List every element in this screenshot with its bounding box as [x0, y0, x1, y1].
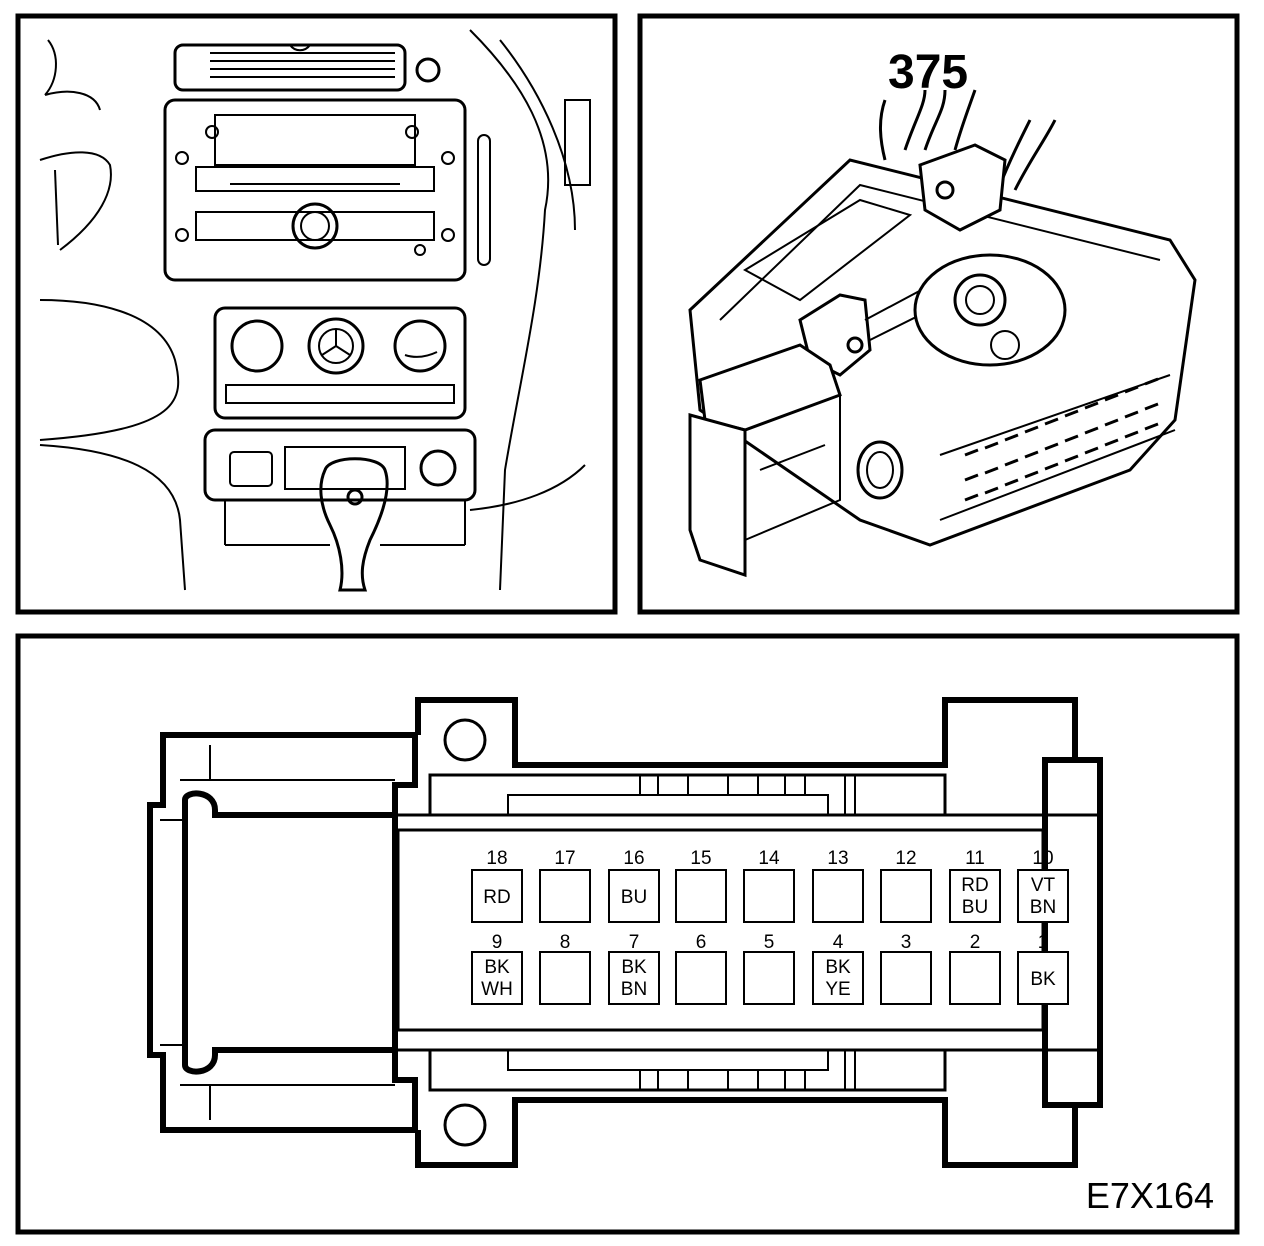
wire-color-code: RD — [961, 875, 988, 896]
pin-17: 17 — [539, 848, 591, 923]
pin-cavity — [1017, 951, 1069, 1005]
pin-12: 12 — [880, 848, 932, 923]
pin-cavity — [608, 869, 660, 923]
pin-6: 6 — [675, 932, 727, 1005]
panel-connector-view: 375 — [637, 13, 1240, 615]
pin-cavity — [743, 869, 795, 923]
wire-color-code: VT — [1031, 875, 1056, 896]
pin-cavity — [812, 951, 864, 1005]
wire-color-code: BK — [825, 957, 851, 978]
pin-5: 5 — [743, 932, 795, 1005]
pin-cavity — [949, 869, 1001, 923]
pin-cavity — [539, 869, 591, 923]
pin-cavity — [880, 869, 932, 923]
pin-cavity — [471, 869, 523, 923]
wire-color-code: BN — [621, 979, 647, 1000]
pin-number: 15 — [690, 848, 711, 869]
component-number: 375 — [888, 46, 968, 99]
pin-number: 3 — [901, 932, 912, 953]
pin-cavity — [1017, 869, 1069, 923]
pin-number: 9 — [492, 932, 503, 953]
pin-cavity — [675, 869, 727, 923]
pin-cavity — [880, 951, 932, 1005]
pin-number: 17 — [554, 848, 575, 869]
panel-dashboard-location — [15, 13, 618, 615]
pin-14: 14 — [743, 848, 795, 923]
pin-number: 6 — [696, 932, 707, 953]
pin-2: 2 — [949, 932, 1001, 1005]
front-cavity-grid — [964, 377, 1159, 502]
pin-15: 15 — [675, 848, 727, 923]
pin-cavity — [743, 951, 795, 1005]
pin-number: 5 — [764, 932, 775, 953]
pin-number: 8 — [560, 932, 571, 953]
wire-color-code: BU — [962, 897, 988, 918]
pin-1: 1BK — [1017, 932, 1069, 1005]
pin-number: 16 — [623, 848, 644, 869]
wire-color-code: BK — [484, 957, 510, 978]
wire-color-code: RD — [483, 887, 510, 908]
wire-color-code: YE — [825, 979, 850, 1000]
pin-number: 7 — [629, 932, 640, 953]
wire-color-code: BN — [1030, 897, 1056, 918]
figure-id: E7X164 — [1086, 1175, 1214, 1216]
wire-color-code: BU — [621, 887, 647, 908]
pin-number: 18 — [486, 848, 507, 869]
wire-color-code: BK — [1030, 969, 1056, 990]
pin-number: 14 — [758, 848, 780, 869]
pin-number: 4 — [833, 932, 844, 953]
pin-8: 8 — [539, 932, 591, 1005]
pin-cavity — [471, 951, 523, 1005]
pin-number: 10 — [1032, 848, 1053, 869]
pin-3: 3 — [880, 932, 932, 1005]
wire-color-code: BK — [621, 957, 647, 978]
wire-color-code: WH — [481, 979, 513, 1000]
pin-number: 11 — [965, 848, 985, 869]
pin-cavity — [675, 951, 727, 1005]
pin-cavity — [949, 951, 1001, 1005]
pin-cavity — [539, 951, 591, 1005]
pin-cavity — [812, 869, 864, 923]
pin-13: 13 — [812, 848, 864, 923]
pin-cavity — [608, 951, 660, 1005]
pin-number: 12 — [895, 848, 916, 869]
pin-number: 13 — [827, 848, 848, 869]
pin-number: 2 — [970, 932, 981, 953]
pin-number: 1 — [1038, 932, 1049, 953]
